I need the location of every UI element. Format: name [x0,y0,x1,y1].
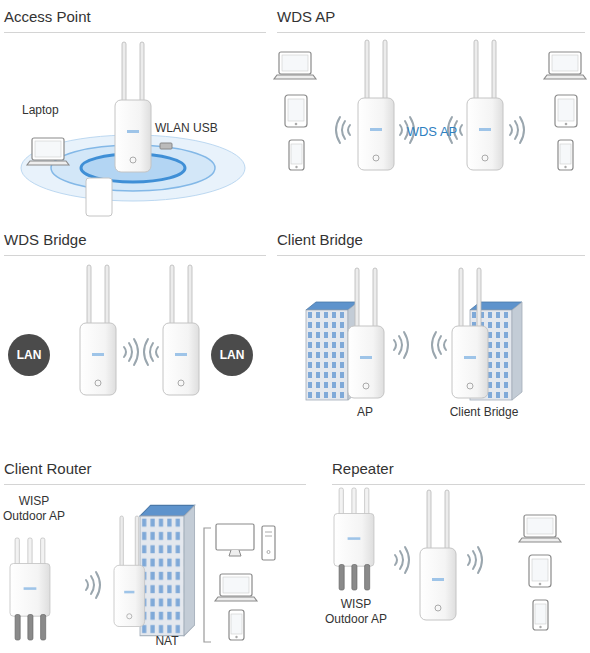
device-label: NAT [137,634,197,649]
access-point-device [163,265,199,395]
device-label: AP [335,405,395,420]
wireless-waves [432,332,446,358]
panel-title: WDS Bridge [4,231,266,256]
device-label: Laptop [22,103,82,118]
laptop-icon [215,574,257,601]
wireless-waves [144,339,158,365]
panel-title: Repeater [332,460,585,485]
laptop-icon [519,515,561,542]
device-label: WLAN USB [155,121,245,136]
client-device [86,178,112,216]
access-point-device [420,490,456,620]
device-label: WDS AP [392,124,472,139]
monitor-icon [216,524,254,556]
phone-icon [558,140,573,170]
building-icon [140,505,195,635]
lan-label: LAN [7,333,51,377]
tower-icon [262,526,275,560]
wireless-waves [468,547,482,573]
laptop-icon [274,52,316,79]
phone-icon [229,610,244,640]
access-point-device [80,265,116,395]
wireless-waves [336,117,350,143]
lan-node: LAN [7,333,51,377]
access-point-device [358,40,394,170]
laptop-icon [27,138,69,165]
usb-adapter [160,143,172,149]
access-point-device [114,516,145,627]
panel-section: Access Point [4,8,266,230]
device-label: WISP Outdoor AP [0,494,68,524]
tablet-icon [285,95,307,127]
outdoor-ap-device [334,488,374,590]
panel-title: WDS AP [277,8,585,33]
wireless-waves [510,117,524,143]
wireless-waves [86,572,100,598]
access-point-device [452,268,488,398]
panel-section: Client Bridge [277,231,585,459]
phone-icon [289,140,304,170]
panel-section: WDS BridgeLAN LAN [4,231,266,459]
access-point-device [348,268,384,398]
lan-label: LAN [210,333,254,377]
wireless-waves [395,547,409,573]
outdoor-ap-device [10,538,50,640]
wireless-waves [394,332,408,358]
group-bracket [204,528,211,642]
phone-icon [533,600,548,630]
panel-title: Access Point [4,8,266,33]
tablet-icon [555,95,577,127]
panel-section: Client Router [4,460,306,650]
lan-circle-shape [211,334,253,376]
lan-circle-shape [8,334,50,376]
panel-section: WDS AP [277,8,585,230]
panel-title: Client Bridge [277,231,585,256]
access-point-device [115,42,151,172]
device-label: WISP Outdoor AP [322,597,390,627]
access-point-device [467,40,503,170]
device-label: Client Bridge [434,405,534,420]
wireless-waves [124,339,138,365]
laptop-icon [544,52,586,79]
lan-node: LAN [210,333,254,377]
panel-title: Client Router [4,460,306,485]
tablet-icon [529,555,551,587]
